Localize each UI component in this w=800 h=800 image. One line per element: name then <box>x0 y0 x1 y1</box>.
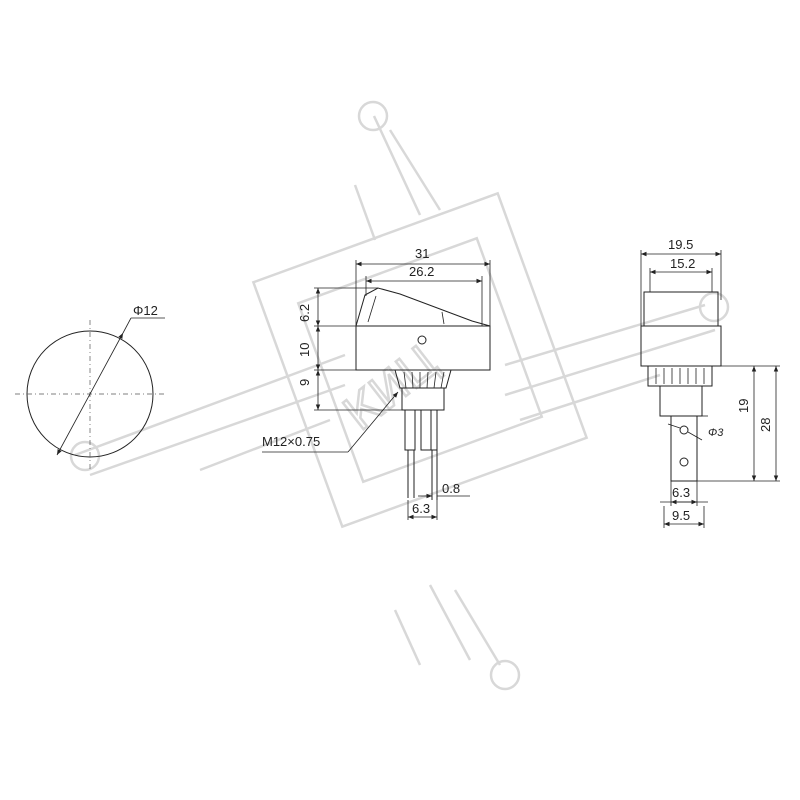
watermark-circle-top <box>357 100 389 132</box>
terminal-hole-upper <box>679 425 689 435</box>
right-inner-width-label: 15.2 <box>670 256 695 271</box>
rocker-outline <box>355 287 491 327</box>
terminal-gap-label: 0.8 <box>442 481 460 496</box>
right-view: Φ3 19.5 15.2 19 28 6.3 9.5 <box>640 237 780 528</box>
watermark-circle-right <box>698 291 730 323</box>
watermark-circle-left <box>69 440 101 472</box>
watermark-logo: КИЦ <box>69 100 730 691</box>
right-housing <box>659 385 703 417</box>
indicator-lamp <box>417 335 427 345</box>
switch-body <box>355 325 491 371</box>
terminal-right <box>430 409 438 451</box>
right-overall-width-label: 19.5 <box>668 237 693 252</box>
side-body-height-label: 10 <box>297 343 312 357</box>
thread-spec-label: M12×0.75 <box>262 434 320 449</box>
side-view: 31 26.2 6.2 10 9 M12×0.75 0.8 6.3 <box>262 246 491 520</box>
side-terminal-width-label: 6.3 <box>412 501 430 516</box>
terminal-middle <box>420 409 432 451</box>
side-rocker-height-label: 6.2 <box>297 304 312 322</box>
right-terminal-blade <box>670 415 698 482</box>
watermark-frame-inner <box>296 236 544 484</box>
side-overall-width-label: 31 <box>415 246 429 261</box>
front-diameter-label: Φ12 <box>133 303 158 318</box>
right-terminal-length-label: 19 <box>736 399 751 413</box>
side-thread-height-label: 9 <box>297 379 312 386</box>
watermark-circle-bottom <box>489 659 521 691</box>
right-overall-length-label: 28 <box>758 418 773 432</box>
hole-diameter-label: Φ3 <box>708 427 724 439</box>
front-view: Φ12 <box>15 303 165 470</box>
terminal-hole-lower <box>679 457 689 467</box>
right-base-width-label: 9.5 <box>672 508 690 523</box>
terminal-left <box>404 409 416 451</box>
diameter-dimension-line <box>56 332 124 456</box>
right-terminal-width-label: 6.3 <box>672 485 690 500</box>
side-inner-width-label: 26.2 <box>409 264 434 279</box>
